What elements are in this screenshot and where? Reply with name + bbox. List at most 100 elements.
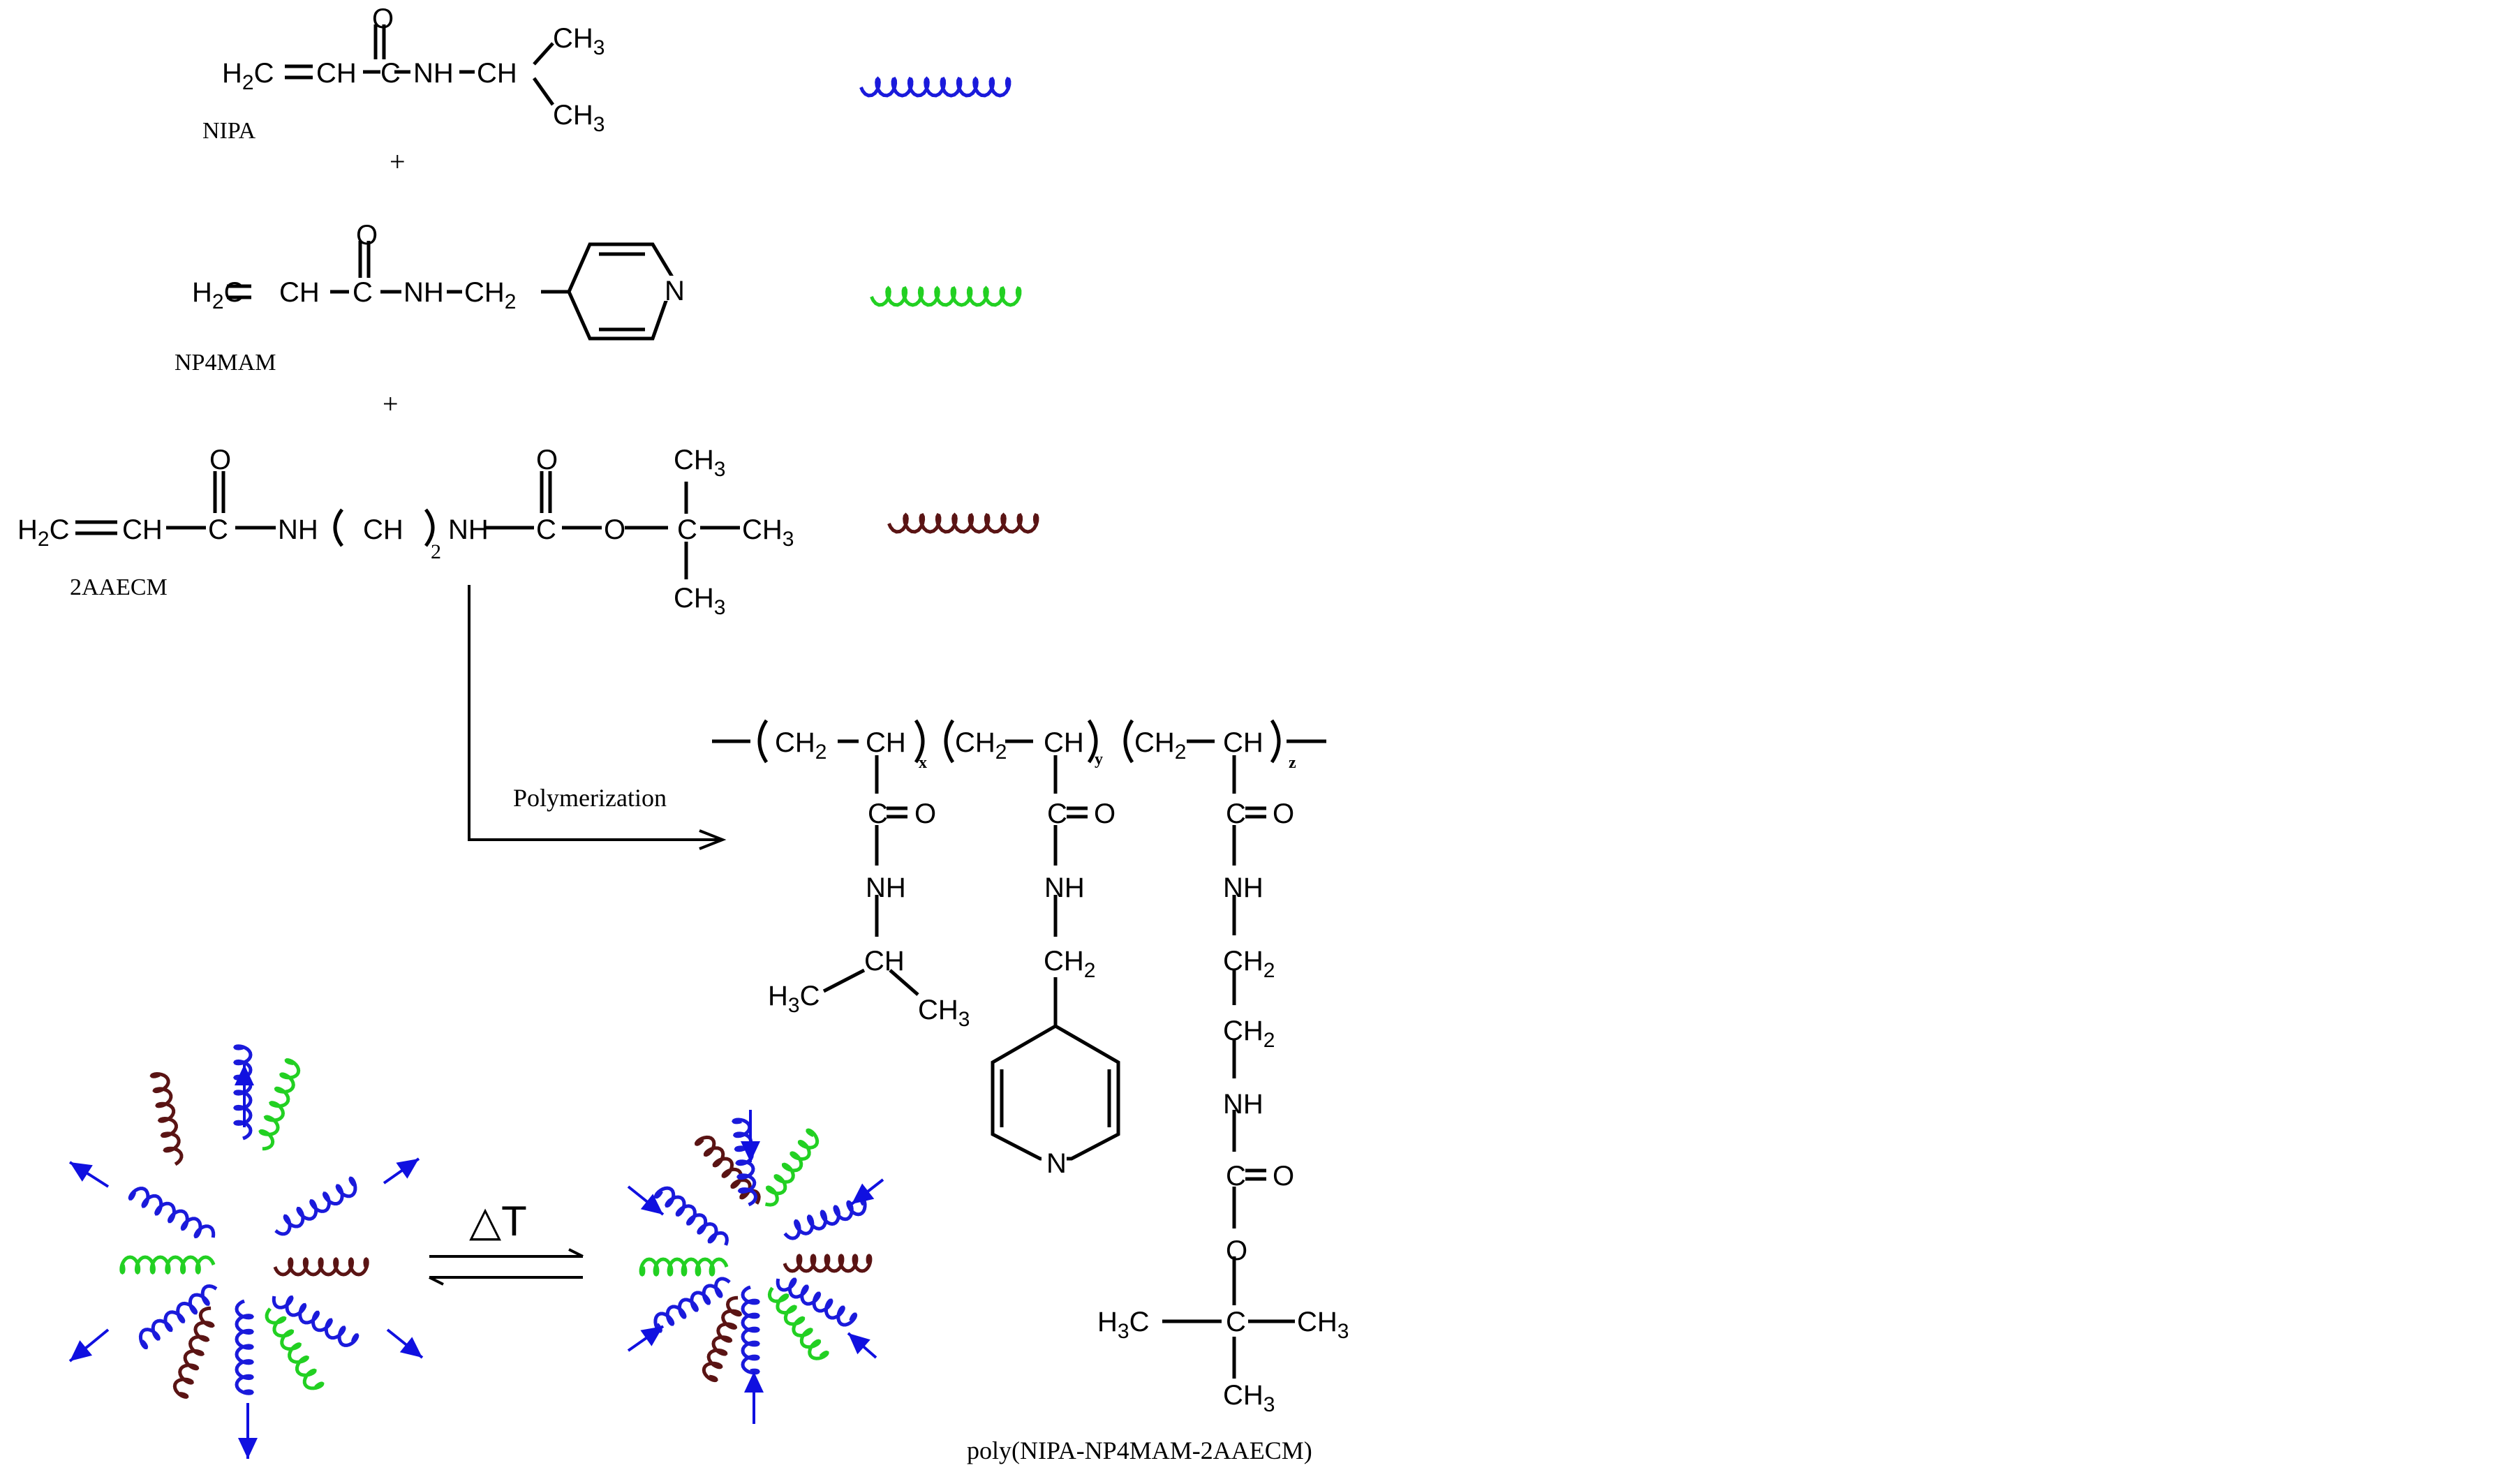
svg-text:N: N	[665, 276, 685, 306]
micelle-chain	[776, 1277, 858, 1327]
micelle-chain	[702, 1295, 742, 1383]
polymer-pendant-nipa	[822, 755, 919, 996]
contraction-arrow-icon	[850, 1178, 884, 1205]
aaecm-atoms: H2C CH O C NH CH 2 NH O C O C CH3 CH3 CH…	[17, 445, 794, 619]
svg-text:CH3: CH3	[1297, 1307, 1349, 1343]
svg-text:O: O	[1094, 799, 1116, 829]
micelle-chain	[273, 1256, 369, 1277]
expansion-arrow-icon	[235, 1064, 254, 1127]
plus-sign-1: +	[390, 146, 406, 177]
svg-text:H3C: H3C	[768, 981, 820, 1017]
contraction-arrow-icon	[627, 1325, 665, 1352]
svg-text:CH: CH	[1223, 727, 1263, 758]
micelle-chain	[783, 1254, 873, 1273]
micelle-chain	[119, 1255, 216, 1275]
svg-text:CH: CH	[363, 514, 403, 545]
expansion-arrow-icon	[68, 1328, 110, 1363]
micelle-chain	[741, 1285, 760, 1375]
svg-text:CH3: CH3	[553, 100, 605, 136]
equilibrium-arrows	[429, 1248, 584, 1286]
polymer-backbone	[712, 719, 1326, 764]
nipa-atoms: H2C CH O C NH CH CH3 CH3	[222, 3, 605, 136]
expanded-micelle	[68, 1044, 424, 1459]
svg-text:CH2: CH2	[1134, 727, 1186, 764]
svg-text:CH: CH	[477, 58, 517, 89]
micelle-chain	[274, 1176, 357, 1236]
svg-text:CH2: CH2	[1223, 1016, 1275, 1052]
polymerization-arrow	[468, 585, 727, 850]
svg-text:CH3: CH3	[553, 23, 605, 59]
svg-text:NH: NH	[448, 514, 489, 545]
svg-text:CH: CH	[279, 277, 320, 308]
svg-text:C: C	[1226, 799, 1246, 829]
svg-text:C: C	[380, 58, 401, 89]
svg-text:x: x	[919, 754, 927, 772]
micelle-chain	[235, 1299, 255, 1395]
svg-text:H2C: H2C	[192, 277, 244, 313]
polymerization-label: Polymerization	[513, 784, 667, 812]
svg-text:C: C	[677, 514, 697, 545]
plus-sign-2: +	[383, 388, 399, 420]
svg-text:NH: NH	[278, 514, 318, 545]
expansion-arrow-icon	[238, 1403, 258, 1459]
np4mam-atoms: H2C CH O C NH CH2 N	[192, 220, 685, 313]
svg-text:2: 2	[431, 540, 441, 563]
svg-text:C: C	[1047, 799, 1067, 829]
micelle-chain	[732, 1118, 758, 1207]
svg-text:NH: NH	[413, 58, 454, 89]
svg-text:CH2: CH2	[955, 727, 1007, 764]
micelle-chain	[694, 1135, 761, 1205]
svg-text:O: O	[536, 445, 558, 475]
svg-text:CH3: CH3	[674, 445, 725, 481]
svg-text:C: C	[353, 277, 373, 308]
svg-text:CH: CH	[866, 727, 906, 758]
polymer-pendant-nipa-atoms: C O NH CH H3C CH3	[768, 799, 970, 1031]
svg-text:CH3: CH3	[742, 514, 794, 551]
micelle-chain	[653, 1277, 731, 1333]
svg-text:z: z	[1289, 754, 1296, 772]
svg-text:CH3: CH3	[918, 995, 970, 1031]
nipa-label: NIPA	[202, 118, 256, 144]
svg-text:CH2: CH2	[1223, 946, 1275, 982]
svg-text:C: C	[208, 514, 228, 545]
polymer-backbone-atoms: CH2 CH x CH2 CH y CH2 CH z	[775, 727, 1296, 772]
svg-text:NH: NH	[1223, 1089, 1263, 1120]
svg-text:H3C: H3C	[1097, 1307, 1149, 1343]
expansion-arrow-icon	[386, 1328, 424, 1359]
micelle-chain	[653, 1186, 729, 1246]
svg-text:y: y	[1095, 750, 1103, 769]
aaecm-label: 2AAECM	[70, 574, 168, 600]
svg-text:C: C	[536, 514, 556, 545]
collapsed-micelle	[627, 1110, 884, 1424]
polymer-pendant-aaecm	[1162, 755, 1295, 1379]
svg-text:O: O	[356, 220, 378, 251]
svg-text:CH2: CH2	[464, 277, 516, 313]
svg-text:CH: CH	[122, 514, 163, 545]
contraction-arrow-icon	[741, 1110, 760, 1162]
np4mam-label: NP4MAM	[175, 350, 276, 376]
svg-text:H2C: H2C	[222, 58, 274, 94]
svg-text:NH: NH	[403, 277, 444, 308]
svg-text:C: C	[868, 799, 888, 829]
contraction-arrow-icon	[847, 1332, 877, 1359]
svg-text:O: O	[372, 3, 394, 34]
svg-text:NH: NH	[1223, 873, 1263, 903]
expansion-arrow-icon	[383, 1157, 420, 1185]
svg-text:CH3: CH3	[674, 583, 725, 619]
polymer-name: poly(NIPA-NP4MAM-2AAECM)	[967, 1436, 1312, 1464]
aaecm-structure	[75, 471, 740, 579]
contraction-arrow-icon	[627, 1185, 665, 1216]
monomer-chain-icons	[859, 76, 1039, 534]
svg-text:CH: CH	[864, 946, 905, 977]
np4mam-chain-icon	[870, 285, 1022, 307]
svg-text:NH: NH	[1044, 873, 1085, 903]
svg-text:O: O	[1273, 1161, 1294, 1191]
micelle-chain	[265, 1307, 325, 1390]
micelle-chain	[138, 1284, 218, 1349]
micelle-chain	[258, 1058, 301, 1151]
micelle-chain	[767, 1286, 829, 1360]
svg-text:N: N	[1046, 1148, 1067, 1179]
svg-text:NH: NH	[866, 873, 906, 903]
nipa-structure	[285, 24, 555, 106]
